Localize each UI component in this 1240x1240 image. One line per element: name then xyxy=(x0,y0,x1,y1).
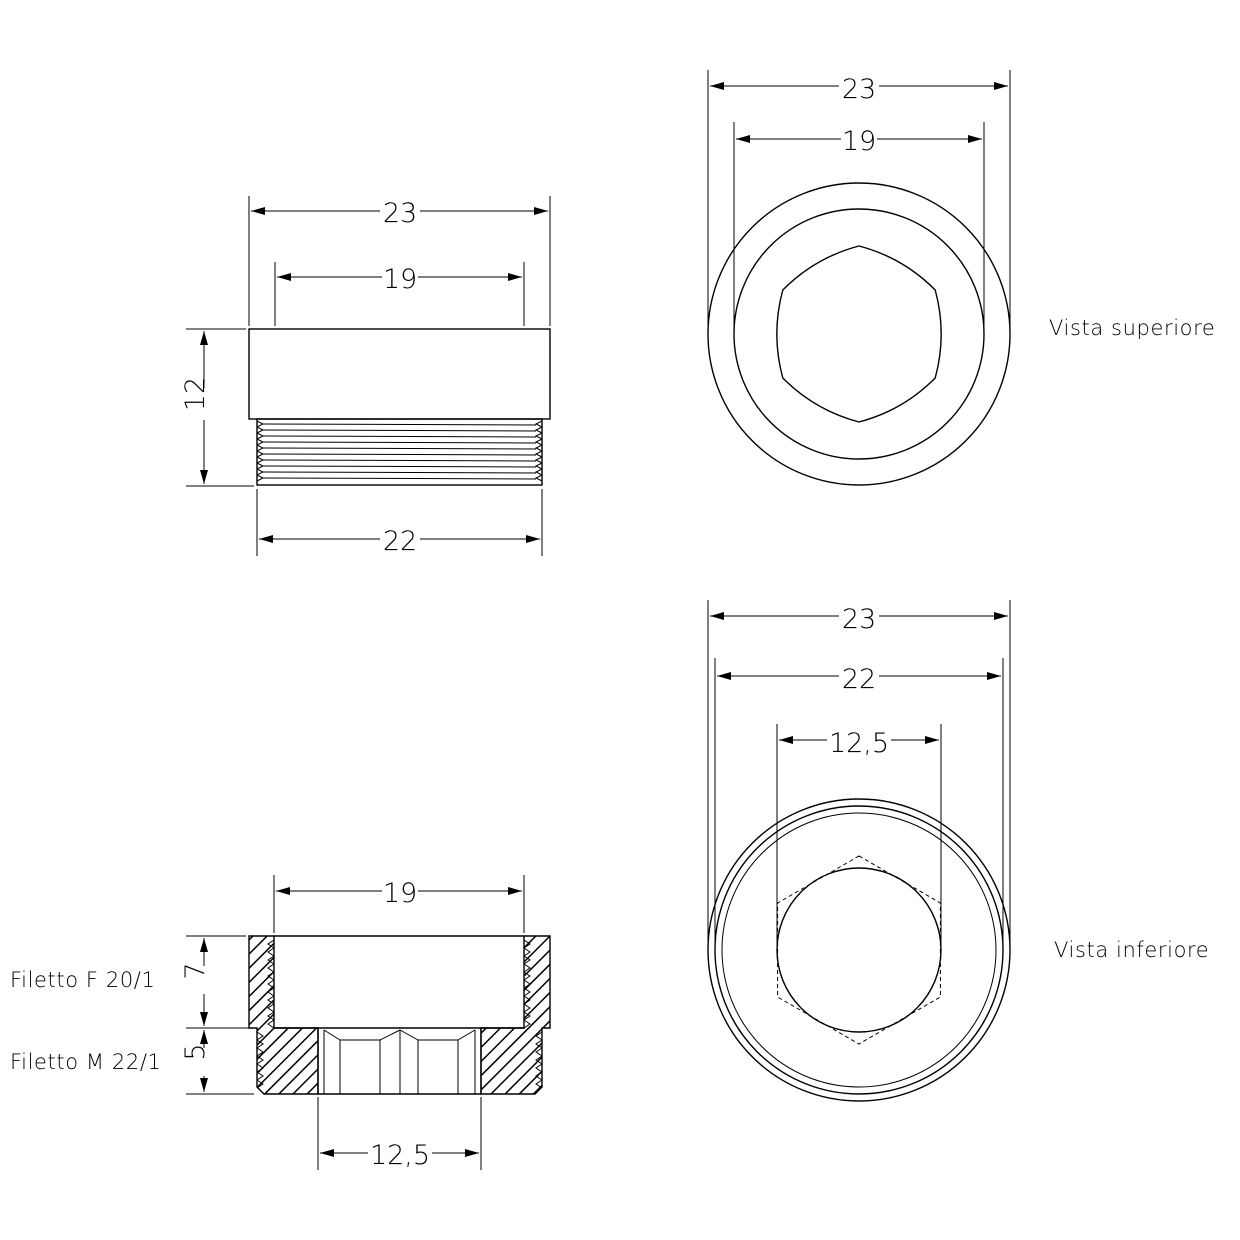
bottom-view-bore-circle xyxy=(776,867,942,1033)
top-view-label: Vista superiore xyxy=(1049,316,1215,340)
thread-f-label: Filetto F 20/1 xyxy=(10,968,155,992)
top-dim-23-text: 23 xyxy=(842,74,876,105)
side-dim-12: 12 xyxy=(180,331,218,484)
side-view: 23 19 12 22 xyxy=(180,196,551,557)
bottom-dim-23: 23 xyxy=(710,602,1008,635)
top-view-hex-socket xyxy=(776,245,942,423)
section-dim-7: 7 xyxy=(180,938,218,1026)
bottom-dim-12-5: 12,5 xyxy=(779,726,939,759)
section-dim-12-5-text: 12,5 xyxy=(370,1140,430,1171)
bottom-view-hex-outline xyxy=(777,855,941,1045)
side-dim-22-text: 22 xyxy=(383,526,417,557)
top-dim-19-text: 19 xyxy=(842,126,876,157)
side-dim-22: 22 xyxy=(259,524,540,557)
side-dim-19-text: 19 xyxy=(383,264,417,295)
top-view-inner-circle xyxy=(733,208,985,460)
bottom-view-outer-circle xyxy=(707,798,1011,1102)
top-view: 23 19 Vista superiore xyxy=(707,70,1215,486)
side-view-thread-lines xyxy=(256,420,543,482)
bottom-dim-23-text: 23 xyxy=(842,604,876,635)
top-dim-23: 23 xyxy=(710,72,1008,105)
top-dim-19: 19 xyxy=(736,124,982,157)
bottom-view: 23 22 12,5 Vista inferiore xyxy=(707,600,1209,1102)
section-dim-19-text: 19 xyxy=(383,878,417,909)
thread-m-label: Filetto M 22/1 xyxy=(10,1050,161,1074)
bottom-view-label: Vista inferiore xyxy=(1054,938,1209,962)
section-dim-5-text: 5 xyxy=(180,1043,211,1060)
bottom-dim-12-5-text: 12,5 xyxy=(829,728,889,759)
section-dim-12-5: 12,5 xyxy=(320,1138,479,1171)
bottom-view-thread-circle xyxy=(714,805,1004,1095)
side-dim-23: 23 xyxy=(251,196,548,229)
section-dim-7-text: 7 xyxy=(180,962,211,979)
section-thread-teeth xyxy=(256,939,543,1089)
side-dim-19: 19 xyxy=(277,262,522,295)
bottom-dim-22-text: 22 xyxy=(842,664,876,695)
side-view-cap-body xyxy=(248,328,551,420)
side-dim-23-text: 23 xyxy=(383,198,417,229)
side-view-thread-body xyxy=(256,418,543,486)
bottom-view-thread-root-circle xyxy=(721,812,997,1088)
section-view: 19 7 5 12,5 Filetto F 20/1 Filetto M 22/… xyxy=(10,875,551,1171)
section-dim-5: 5 xyxy=(180,1030,218,1092)
section-dim-19: 19 xyxy=(276,876,522,909)
side-dim-12-text: 12 xyxy=(180,377,211,411)
bottom-dim-22: 22 xyxy=(717,662,1001,695)
top-view-outer-circle xyxy=(707,182,1011,486)
section-hex-socket xyxy=(317,1028,482,1095)
